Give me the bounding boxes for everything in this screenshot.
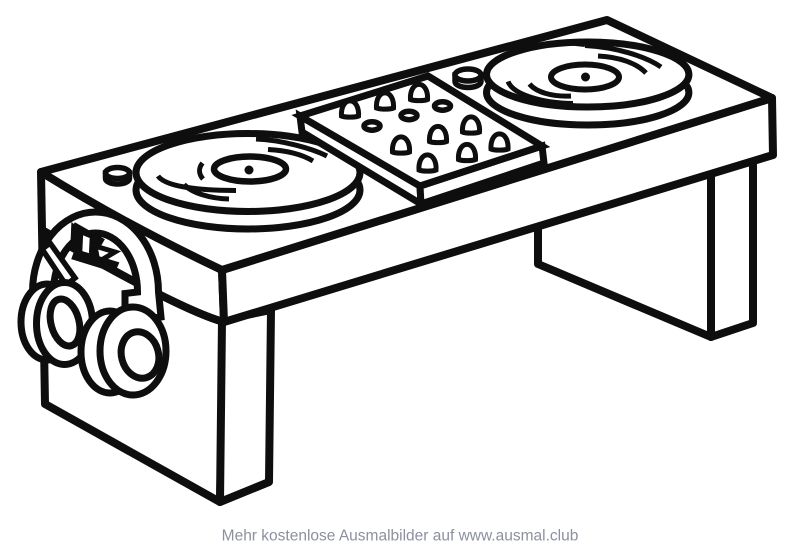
svg-text:Mehr kostenlose Ausmalbilder a: Mehr kostenlose Ausmalbilder auf www.aus… <box>222 528 579 545</box>
